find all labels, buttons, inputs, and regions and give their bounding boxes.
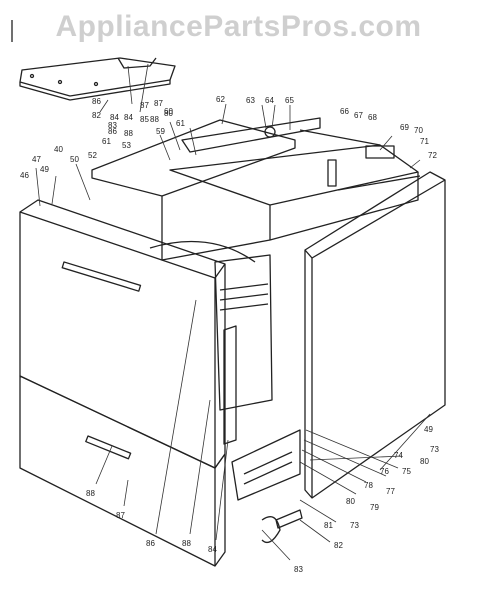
part-label: 52 [88, 151, 97, 160]
part-label: 80 [346, 497, 355, 506]
part-label: 88 [124, 129, 133, 138]
part-label: 76 [380, 467, 389, 476]
part-label: 84 [124, 113, 133, 122]
part-label: 84 [208, 545, 217, 554]
part-label: 63 [246, 96, 255, 105]
part-label: 61 [176, 119, 185, 128]
part-label: 62 [216, 95, 225, 104]
part-label: 87 [154, 99, 163, 108]
front-door-panel [19, 199, 226, 469]
part-label: 83 [108, 121, 117, 130]
bottom-latch-part [275, 509, 303, 529]
part-label: 85 [140, 115, 149, 124]
oven-interior [149, 240, 273, 411]
top-lid-panel [19, 57, 176, 101]
part-label: 70 [414, 126, 423, 135]
part-label: 69 [400, 123, 409, 132]
part-label: 68 [368, 113, 377, 122]
burner-cylinder [327, 159, 337, 187]
lower-drawer-panel [19, 375, 226, 567]
door-inner-strip [223, 325, 237, 445]
part-label: 60 [164, 107, 173, 116]
part-label: 84 [110, 113, 119, 122]
part-label: 79 [370, 503, 379, 512]
part-label: 64 [265, 96, 274, 105]
part-label: 74 [394, 451, 403, 460]
part-label: 46 [20, 171, 29, 180]
part-label: 59 [156, 127, 165, 136]
part-label: 61 [102, 137, 111, 146]
control-box [365, 145, 395, 159]
right-side-panel [304, 171, 446, 499]
part-label: 72 [428, 151, 437, 160]
leader-lines [35, 63, 431, 561]
watermark: AppliancePartsPros.com [55, 10, 422, 43]
part-label: 49 [40, 165, 49, 174]
part-label: 88 [150, 115, 159, 124]
part-label: 82 [92, 111, 101, 120]
part-label: 82 [334, 541, 343, 550]
part-label: 80 [420, 457, 429, 466]
part-label: 40 [54, 145, 63, 154]
part-label: 88 [86, 489, 95, 498]
part-label: 80 [164, 109, 173, 118]
part-label: 65 [285, 96, 294, 105]
part-label: 87 [116, 511, 125, 520]
part-label: 87 [140, 101, 149, 110]
part-label: 50 [70, 155, 79, 164]
part-label: 53 [122, 141, 131, 150]
cabinet-frame [91, 117, 419, 261]
part-label: 83 [294, 565, 303, 574]
part-label: 86 [146, 539, 155, 548]
part-label: 75 [402, 467, 411, 476]
door-handle[interactable] [61, 261, 142, 292]
part-label: 47 [32, 155, 41, 164]
right-rail [337, 175, 421, 191]
part-label: 86 [108, 127, 117, 136]
part-label: 73 [430, 445, 439, 454]
part-label: 88 [182, 539, 191, 548]
part-label: 49 [424, 425, 433, 434]
knob-part [264, 126, 276, 138]
part-label: 67 [354, 111, 363, 120]
part-label: 81 [324, 521, 333, 530]
part-label: 78 [364, 481, 373, 490]
part-label: 73 [350, 521, 359, 530]
hinge-bracket [231, 429, 301, 544]
part-label: 77 [386, 487, 395, 496]
part-label: 71 [420, 137, 429, 146]
part-label: 86 [92, 97, 101, 106]
part-labels: 82 83 84 85 86 87 88 80 86 88 84 87 60 6… [20, 95, 439, 574]
part-label: 66 [340, 107, 349, 116]
drawer-handle[interactable] [85, 435, 132, 460]
